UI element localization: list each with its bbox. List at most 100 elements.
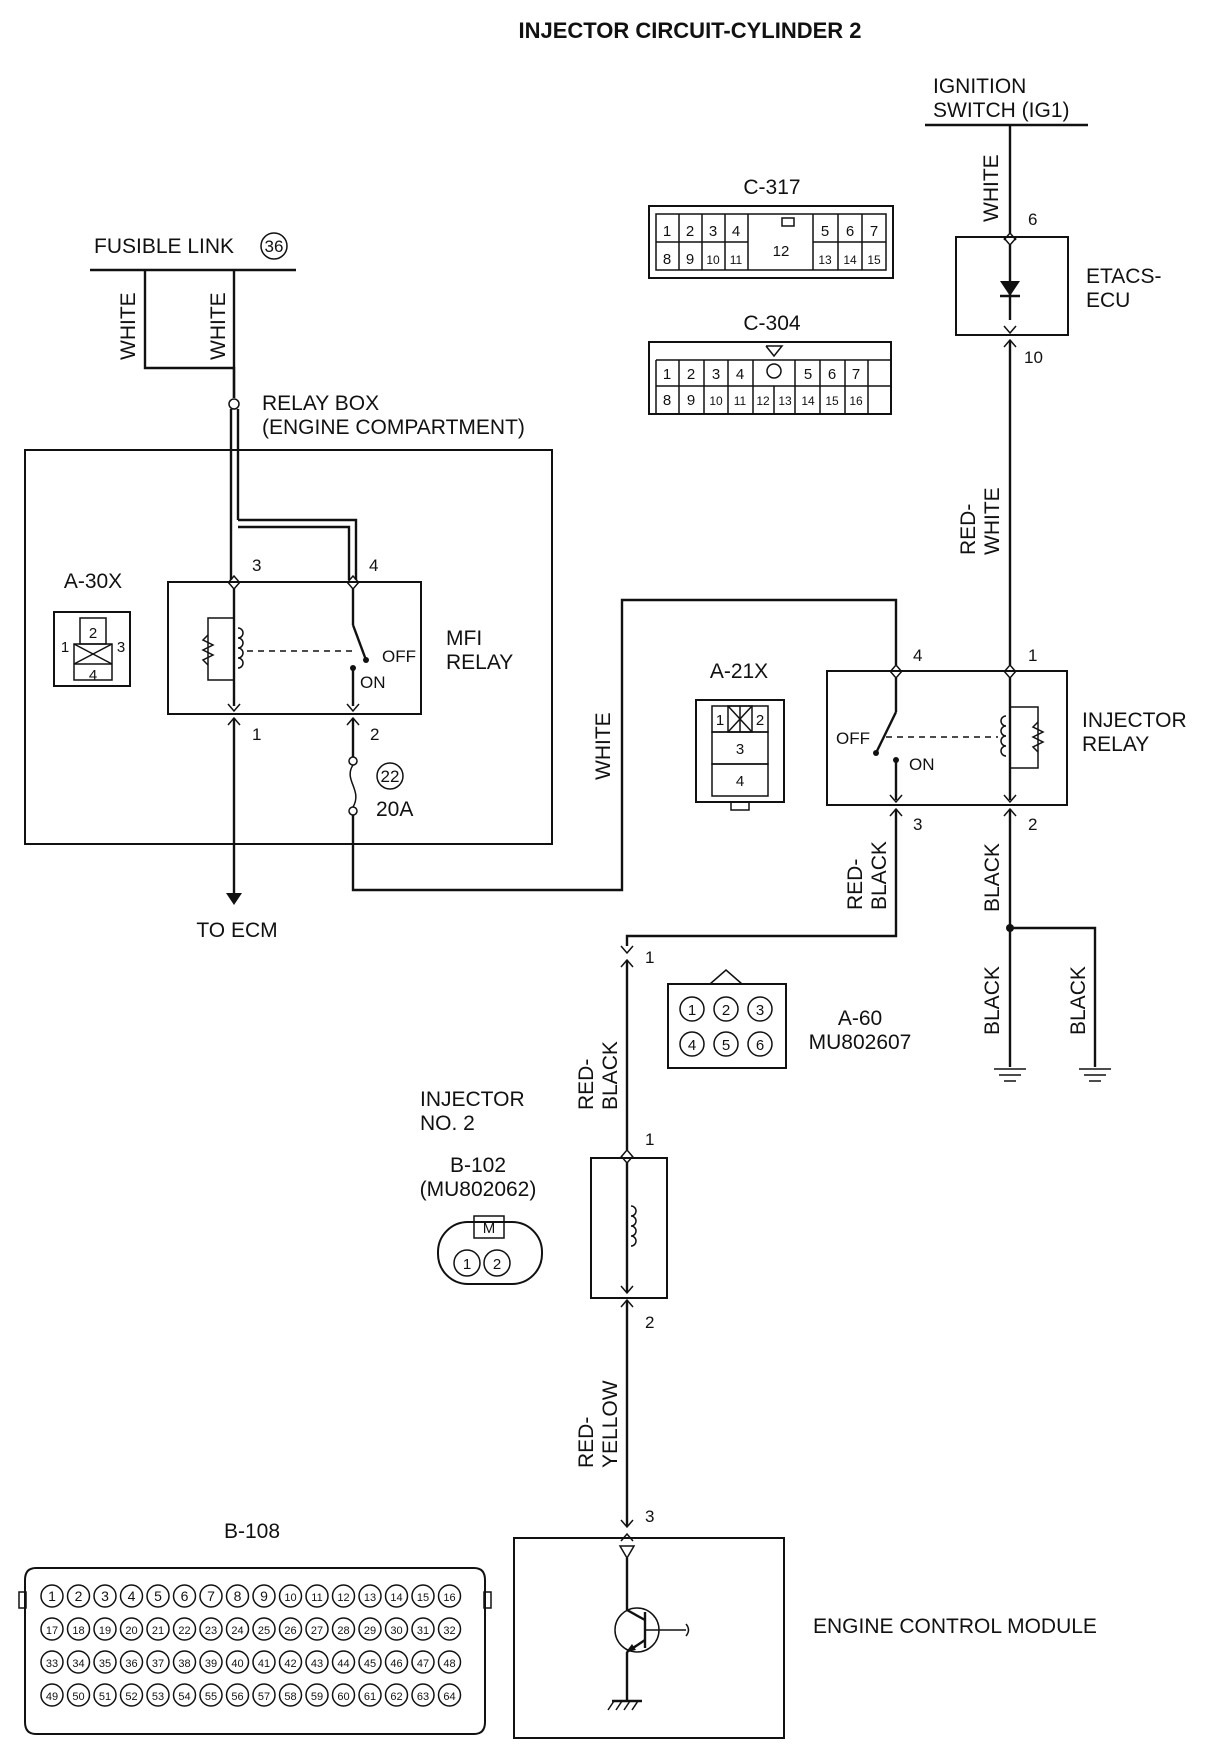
inj-relay-off-label: OFF <box>836 729 870 748</box>
b108-pin-number: 16 <box>443 1592 455 1604</box>
pin-inj-relay-1: 1 <box>1028 646 1037 665</box>
injector-no2: 1 <box>590 1130 668 1308</box>
fuse-22: 22 20A <box>348 718 413 821</box>
svg-text:15: 15 <box>867 253 881 267</box>
b108-pin <box>411 1617 435 1641</box>
b108-pin <box>305 1617 329 1641</box>
pin-injector-2: 2 <box>645 1313 654 1332</box>
b108-pin <box>199 1617 223 1641</box>
resistor-icon <box>201 634 215 666</box>
svg-text:1: 1 <box>61 639 69 656</box>
b108-pin-number: 37 <box>152 1658 164 1670</box>
b108-pin <box>93 1617 117 1641</box>
b108-pin <box>172 1683 197 1707</box>
svg-text:3: 3 <box>709 223 717 240</box>
b108-pin <box>252 1617 276 1641</box>
svg-text:1: 1 <box>663 366 671 383</box>
b108-pin-number: 44 <box>337 1658 349 1670</box>
b108-pin <box>437 1650 462 1674</box>
b108-pin <box>384 1683 409 1707</box>
connector-b102: M 1 2 <box>437 1215 543 1285</box>
b108-pin-number: 46 <box>390 1658 402 1670</box>
b108-pin-number: 31 <box>417 1625 429 1637</box>
b108-pin-number: 10 <box>284 1592 296 1604</box>
b108-pin <box>305 1683 329 1707</box>
svg-text:13: 13 <box>778 394 792 408</box>
wire-label-red-rb2: RED- <box>575 1059 598 1110</box>
etacs-label-line2: ECU <box>1086 289 1130 312</box>
inj-resistor-icon <box>1031 721 1045 753</box>
pin-ecm-3: 3 <box>645 1507 654 1526</box>
svg-text:4: 4 <box>736 366 744 383</box>
svg-text:11: 11 <box>734 394 747 408</box>
connector-c304: C-304 1 2 3 4 5 6 7 8 9 10 11 12 13 14 1… <box>648 312 892 415</box>
b108-pin <box>119 1650 144 1674</box>
b108-pin-number: 62 <box>390 1691 402 1703</box>
b108-name: B-108 <box>224 1520 280 1543</box>
wire-label-red-ry: RED- <box>575 1417 598 1468</box>
b108-pin <box>172 1617 197 1641</box>
b108-pin-number: 45 <box>364 1658 376 1670</box>
b108-pin <box>358 1650 382 1674</box>
b108-pin <box>172 1650 197 1674</box>
svg-text:9: 9 <box>687 392 695 409</box>
b108-pin-number: 22 <box>178 1625 190 1637</box>
b108-pin-number: 58 <box>284 1691 296 1703</box>
b108-pin <box>40 1683 64 1707</box>
b108-pin <box>278 1584 303 1608</box>
b108-pin <box>93 1650 117 1674</box>
injector-label-line1: INJECTOR <box>420 1088 525 1111</box>
b108-pin <box>411 1683 435 1707</box>
svg-text:12: 12 <box>773 243 790 260</box>
b108-pin-number: 64 <box>443 1691 455 1703</box>
b108-pin <box>411 1650 435 1674</box>
connector-a21x: A-21X 1 2 3 4 <box>695 660 785 811</box>
pin-a60-1: 1 <box>645 948 654 967</box>
svg-text:2: 2 <box>722 1002 730 1019</box>
b108-pin <box>93 1584 117 1608</box>
b108-pin-number: 51 <box>99 1691 111 1703</box>
diode-icon <box>1000 281 1020 296</box>
b108-pin-number: 7 <box>207 1588 215 1604</box>
mfi-relay-label-line2: RELAY <box>446 651 513 674</box>
svg-text:5: 5 <box>722 1037 730 1054</box>
injector-label-line2: NO. 2 <box>420 1112 475 1135</box>
b108-pin <box>252 1584 276 1608</box>
b108-pin-number: 59 <box>311 1691 323 1703</box>
b108-pin <box>305 1584 329 1608</box>
relay-box-label-line1: RELAY BOX <box>262 392 379 415</box>
b108-pin-number: 48 <box>443 1658 455 1670</box>
b108-pin <box>66 1584 91 1608</box>
svg-text:4: 4 <box>736 773 744 790</box>
wire-label-red-rb1: RED- <box>844 859 867 910</box>
pin-inj-relay-2: 2 <box>1028 815 1037 834</box>
svg-text:2: 2 <box>756 712 764 729</box>
pin-injector-1: 1 <box>645 1130 654 1149</box>
b108-pin-number: 12 <box>337 1592 349 1604</box>
svg-text:13: 13 <box>818 253 832 267</box>
b108-pin-number: 34 <box>72 1658 84 1670</box>
b108-pin <box>146 1584 170 1608</box>
b108-pin-number: 41 <box>258 1658 270 1670</box>
mfi-on-label: ON <box>360 673 386 692</box>
relay-box <box>24 449 553 845</box>
svg-text:5: 5 <box>821 223 829 240</box>
injector-coil-icon <box>630 1205 637 1247</box>
svg-text:15: 15 <box>825 394 839 408</box>
ground-icon-1 <box>994 1068 1026 1082</box>
mfi-relay: 3 4 OFF ON MFI RELAY <box>167 556 513 726</box>
pin-mfi-1: 1 <box>252 725 261 744</box>
b108-pin-number: 18 <box>72 1625 84 1637</box>
svg-text:3: 3 <box>117 639 125 656</box>
b108-pin <box>278 1617 303 1641</box>
svg-text:2: 2 <box>686 223 694 240</box>
b108-pin-number: 57 <box>258 1691 270 1703</box>
b108-pin <box>225 1584 250 1608</box>
b108-pin-number: 52 <box>125 1691 137 1703</box>
b108-pin <box>93 1683 117 1707</box>
wire-red-black-relay <box>625 809 898 946</box>
wire-white-fuse-to-relay <box>351 598 898 892</box>
b108-pin-number: 14 <box>390 1592 402 1604</box>
b108-pin <box>66 1683 91 1707</box>
